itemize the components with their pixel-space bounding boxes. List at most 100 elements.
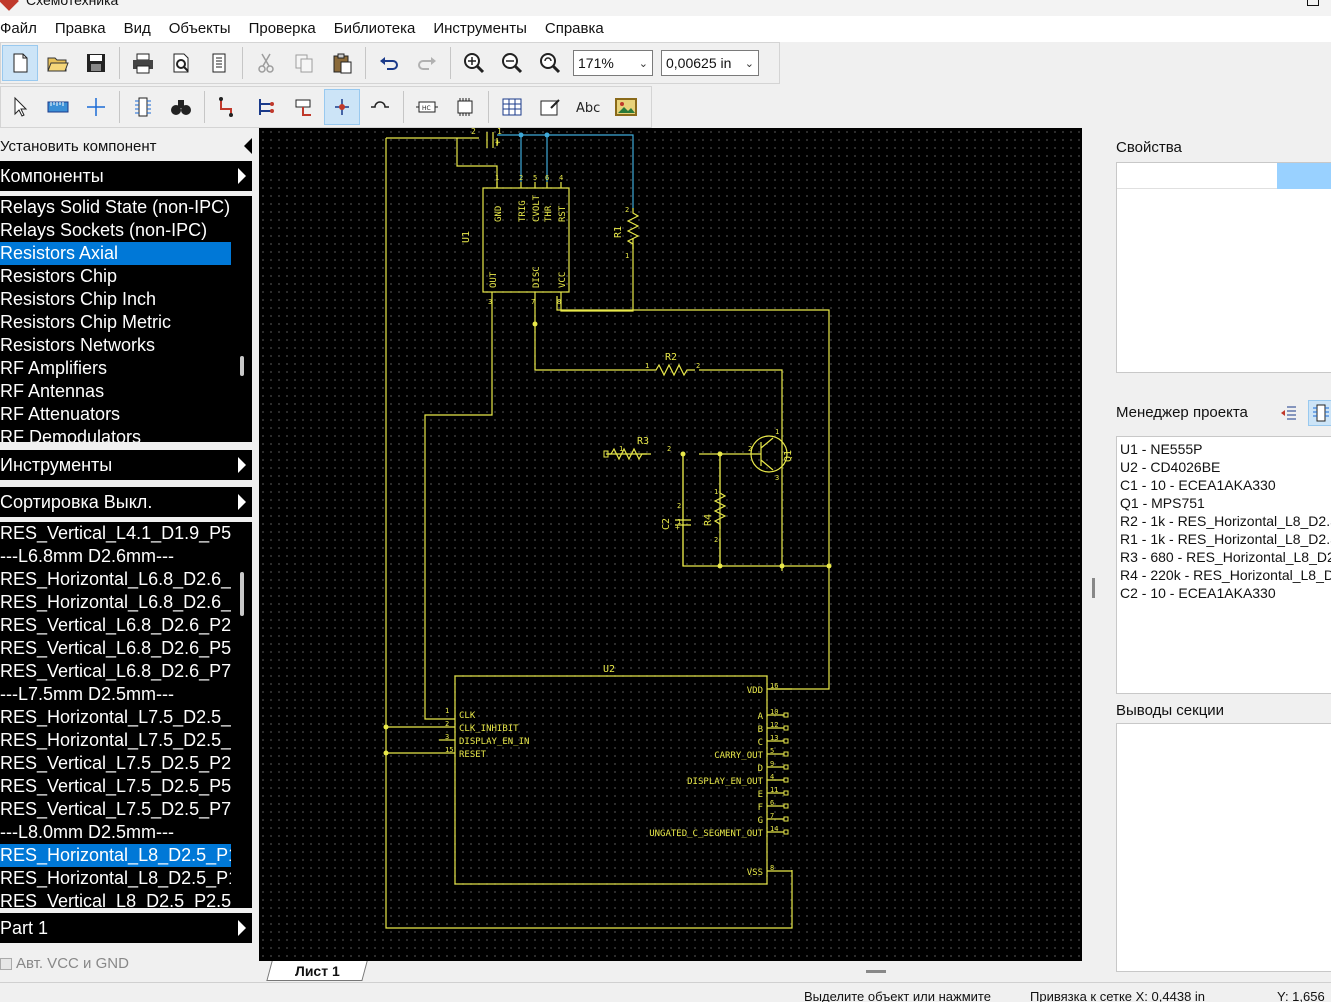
project-item[interactable]: U2 - CD4026BE bbox=[1120, 459, 1221, 475]
print-preview-button[interactable] bbox=[163, 45, 199, 81]
properties-selected-cell[interactable] bbox=[1277, 163, 1331, 189]
project-item[interactable]: R2 - 1k - RES_Horizontal_L8_D2.5_P12.7 bbox=[1120, 513, 1331, 529]
wire-tool-button[interactable] bbox=[210, 89, 246, 125]
footprint-list-item[interactable]: RES_Vertical_L6.8_D2.6_P5.08 bbox=[0, 638, 231, 658]
footprint-list-item[interactable]: RES_Vertical_L7.5_D2.5_P5.08 bbox=[0, 776, 231, 796]
properties-grid[interactable] bbox=[1116, 162, 1331, 373]
footprint-list-item[interactable]: RES_Horizontal_L8_D2.5_P15.24 bbox=[0, 868, 231, 888]
undo-button[interactable] bbox=[371, 45, 407, 81]
bus-tool-button[interactable] bbox=[248, 89, 284, 125]
menu-help[interactable]: Справка bbox=[544, 20, 604, 37]
copy-button[interactable] bbox=[286, 45, 322, 81]
zoom-out-button[interactable] bbox=[494, 45, 530, 81]
find-button[interactable] bbox=[163, 89, 199, 125]
footprint-list-item[interactable]: RES_Horizontal_L7.5_D2.5_P10.16 bbox=[0, 707, 231, 727]
menu-tools[interactable]: Инструменты bbox=[433, 20, 527, 37]
zoom-select[interactable]: 171% ⌄ bbox=[573, 50, 653, 76]
net-label-button[interactable] bbox=[286, 89, 322, 125]
library-list-item[interactable]: RF Attenuators bbox=[0, 404, 121, 424]
vertical-splitter[interactable] bbox=[1082, 128, 1106, 982]
footprint-list-item[interactable]: RES_Vertical_L6.8_D2.6_P7.62 bbox=[0, 661, 231, 681]
project-item[interactable]: C2 - 10 - ECEA1AKA330 bbox=[1120, 585, 1276, 601]
footprint-list-item[interactable]: RES_Horizontal_L8_D2.5_P12.7 bbox=[0, 844, 231, 867]
resistor-r2[interactable]: R2 1 2 bbox=[645, 352, 700, 377]
menu-edit[interactable]: Правка bbox=[54, 20, 106, 37]
transistor-q1[interactable]: Q1 2 1 3 bbox=[748, 428, 794, 482]
auto-vcc-gnd-checkbox[interactable] bbox=[0, 957, 12, 970]
picture-button[interactable] bbox=[608, 89, 644, 125]
collapse-panel-icon[interactable] bbox=[244, 138, 252, 154]
zoom-in-button[interactable] bbox=[456, 45, 492, 81]
footprint-list-item[interactable]: RES_Vertical_L6.8_D2.6_P2.54 bbox=[0, 615, 231, 635]
install-component-header[interactable]: Установить компонент bbox=[0, 134, 252, 158]
library-list-item[interactable]: Resistors Chip bbox=[0, 266, 118, 286]
footprint-list-item[interactable]: RES_Vertical_L8_D2.5_P2.54 bbox=[0, 891, 231, 908]
footprint-list-item[interactable]: RES_Vertical_L4.1_D1.9_P5.08 bbox=[0, 523, 231, 543]
crosshair-tool-button[interactable] bbox=[78, 89, 114, 125]
footprint-list-item[interactable]: RES_Horizontal_L6.8_D2.6_P7.62 bbox=[0, 592, 231, 612]
component-browser-button[interactable] bbox=[125, 89, 161, 125]
menu-file[interactable]: Файл bbox=[0, 20, 37, 37]
components-section[interactable]: Компоненты bbox=[0, 161, 252, 191]
library-list-item[interactable]: RF Antennas bbox=[0, 381, 105, 401]
capacitor-c1[interactable]: + 2 1 bbox=[471, 128, 502, 148]
library-list-scrollbar[interactable] bbox=[240, 356, 244, 376]
horizontal-splitter-grip[interactable] bbox=[866, 970, 886, 973]
ic-component-button[interactable] bbox=[447, 89, 483, 125]
resistor-r4[interactable]: R4 1 2 bbox=[703, 488, 727, 544]
cut-button[interactable] bbox=[248, 45, 284, 81]
measure-tool-button[interactable] bbox=[40, 89, 76, 125]
zoom-fit-button[interactable] bbox=[532, 45, 568, 81]
auto-vcc-gnd-row[interactable]: Авт. VCC и GND bbox=[0, 955, 129, 972]
part-section[interactable]: Part 1 bbox=[0, 913, 252, 943]
resistor-r3[interactable]: R3 1 2 bbox=[603, 436, 671, 461]
footprint-list-item[interactable]: RES_Vertical_L7.5_D2.5_P2.54 bbox=[0, 753, 231, 773]
project-item[interactable]: R3 - 680 - RES_Horizontal_L8_D2.5_P12.7 bbox=[1120, 549, 1331, 565]
library-list-item[interactable]: RF Amplifiers bbox=[0, 358, 108, 378]
library-list-item[interactable]: Relays Solid State (non-IPC) bbox=[0, 197, 231, 217]
footprint-list-item[interactable]: RES_Vertical_L7.5_D2.5_P7.62 bbox=[0, 799, 231, 819]
footprint-list-item[interactable]: RES_Horizontal_L7.5_D2.5_P7.62 bbox=[0, 730, 231, 750]
project-item[interactable]: U1 - NE555P bbox=[1120, 441, 1203, 457]
library-list-item[interactable]: Resistors Chip Metric bbox=[0, 312, 172, 332]
junction-tool-button[interactable] bbox=[324, 89, 360, 125]
print-button[interactable] bbox=[125, 45, 161, 81]
section-pins-list[interactable] bbox=[1116, 723, 1331, 972]
menu-check[interactable]: Проверка bbox=[248, 20, 316, 37]
image-insert-button[interactable] bbox=[532, 89, 568, 125]
footprint-list-item[interactable]: ---L6.8mm D2.6mm--- bbox=[0, 546, 174, 566]
new-file-button[interactable] bbox=[2, 45, 38, 81]
footprint-list-scrollbar[interactable] bbox=[240, 572, 244, 616]
table-button[interactable] bbox=[494, 89, 530, 125]
library-list-item[interactable]: Resistors Axial bbox=[0, 242, 231, 265]
sort-section[interactable]: Сортировка Выкл. bbox=[0, 487, 252, 517]
select-tool-button[interactable] bbox=[2, 89, 38, 125]
ic-u2[interactable]: U2 CLK1CLK_INHIBIT2DISPLAY_EN_IN3RESET15… bbox=[445, 664, 792, 885]
redo-button[interactable] bbox=[409, 45, 445, 81]
splitter-grip[interactable] bbox=[1092, 578, 1095, 598]
footprint-list-item[interactable]: ---L8.0mm D2.5mm--- bbox=[0, 822, 174, 842]
footprint-list-item[interactable]: RES_Horizontal_L6.8_D2.6_P10.16 bbox=[0, 569, 231, 589]
capacitor-c2[interactable]: C2 + 2 1 bbox=[661, 502, 691, 532]
library-list-item[interactable]: Resistors Chip Inch bbox=[0, 289, 157, 309]
library-list-item[interactable]: Resistors Networks bbox=[0, 335, 156, 355]
footprint-list-item[interactable]: ---L7.5mm D2.5mm--- bbox=[0, 684, 174, 704]
open-button[interactable] bbox=[40, 45, 76, 81]
project-item[interactable]: R4 - 220k - RES_Horizontal_L8_D2.5_P12.7 bbox=[1120, 567, 1331, 583]
sheet-tab-1[interactable]: Лист 1 bbox=[266, 961, 368, 981]
no-connect-button[interactable] bbox=[362, 89, 398, 125]
text-tool-button[interactable]: Abc bbox=[570, 89, 606, 125]
grid-size-select[interactable]: 0,00625 in ⌄ bbox=[661, 50, 759, 76]
library-list-item[interactable]: RF Demodulators bbox=[0, 427, 142, 442]
library-list-item[interactable]: Relays Sockets (non-IPC) bbox=[0, 220, 208, 240]
component-view-button[interactable] bbox=[1308, 400, 1331, 426]
tools-section[interactable]: Инструменты bbox=[0, 450, 252, 480]
menu-objects[interactable]: Объекты bbox=[168, 20, 231, 37]
menu-view[interactable]: Вид bbox=[123, 20, 151, 37]
tree-view-button[interactable] bbox=[1276, 400, 1302, 426]
resistor-r1[interactable]: R1 2 1 bbox=[613, 206, 640, 260]
save-button[interactable] bbox=[78, 45, 114, 81]
